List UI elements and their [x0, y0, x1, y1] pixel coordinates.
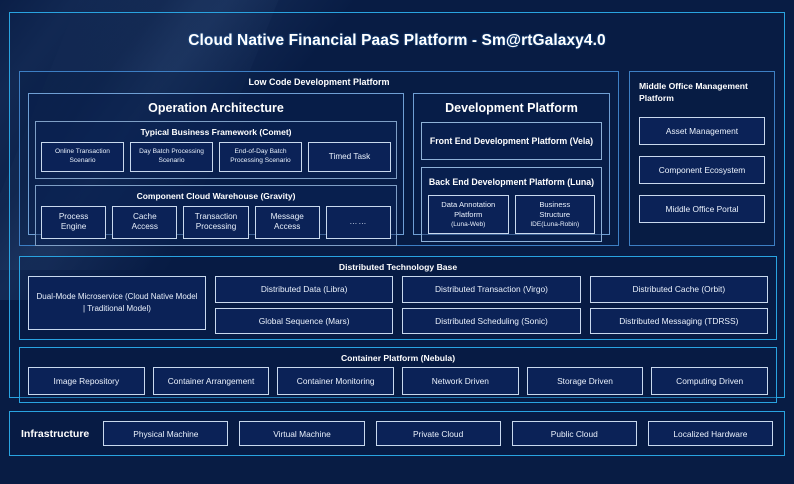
- dtb-column-3: Distributed Cache (Orbit) Distributed Me…: [589, 276, 768, 334]
- low-code-panel-title: Low Code Development Platform: [248, 77, 390, 87]
- dtb-column-1: Distributed Data (Libra) Global Sequence…: [215, 276, 394, 334]
- chip-global-sequence[interactable]: Global Sequence (Mars): [215, 307, 394, 334]
- middle-office-management-platform-panel: Middle Office Management Platform Asset …: [629, 71, 775, 246]
- container-platform-panel: Container Platform (Nebula) Image Reposi…: [19, 347, 777, 403]
- infrastructure-panel: Infrastructure Physical Machine Virtual …: [9, 411, 785, 456]
- chip-cache-access[interactable]: Cache Access: [112, 205, 178, 240]
- component-cloud-warehouse-title: Component Cloud Warehouse (Gravity): [136, 190, 296, 201]
- typical-business-framework-title: Typical Business Framework (Comet): [140, 127, 292, 137]
- typical-business-framework-chips: Online Transaction Scenario Day Batch Pr…: [41, 142, 391, 172]
- middle-office-item-middle-office-portal[interactable]: Middle Office Portal: [639, 194, 765, 223]
- distributed-technology-base-title: Distributed Technology Base: [338, 262, 458, 272]
- chip-distributed-scheduling[interactable]: Distributed Scheduling (Sonic): [402, 307, 581, 334]
- chip-network-driven[interactable]: Network Driven: [402, 367, 519, 395]
- middle-office-panel-title: Middle Office Management Platform: [639, 81, 748, 104]
- chip-private-cloud[interactable]: Private Cloud: [375, 421, 501, 446]
- chip-more-ellipsis[interactable]: ……: [325, 205, 392, 240]
- container-platform-title: Container Platform (Nebula): [340, 353, 456, 363]
- low-code-body: Operation Architecture Typical Business …: [20, 91, 618, 247]
- chip-process-engine[interactable]: Process Engine: [41, 205, 107, 240]
- chip-data-annotation-platform[interactable]: Data Annotation Platform (Luna-Web): [428, 195, 509, 234]
- operation-architecture-panel: Operation Architecture Typical Business …: [28, 93, 404, 247]
- component-cloud-warehouse-chips: Process Engine Cache Access: [41, 205, 392, 240]
- component-cloud-warehouse-group: Component Cloud Warehouse (Gravity) Proc…: [35, 184, 397, 247]
- chip-computing-driven[interactable]: Computing Driven: [651, 367, 769, 395]
- dtb-column-2: Distributed Transaction (Virgo) Distribu…: [402, 276, 581, 334]
- development-platform-panel: Development Platform Front End Developme…: [413, 93, 610, 242]
- chip-container-monitoring[interactable]: Container Monitoring: [277, 367, 395, 395]
- back-end-sub-items: Data Annotation Platform (Luna-Web) Busi…: [428, 195, 595, 234]
- chip-physical-machine[interactable]: Physical Machine: [103, 421, 229, 446]
- chip-distributed-messaging[interactable]: Distributed Messaging (TDRSS): [589, 307, 768, 334]
- front-end-development-platform-label: Front End Development Platform (Vela): [429, 136, 594, 146]
- container-platform-body: Image Repository Container Arrangement C…: [20, 367, 776, 395]
- infrastructure-label: Infrastructure: [21, 427, 90, 440]
- chip-virtual-machine[interactable]: Virtual Machine: [239, 421, 365, 446]
- chip-message-access[interactable]: Message Access: [254, 205, 320, 240]
- chip-distributed-cache[interactable]: Distributed Cache (Orbit): [589, 276, 768, 303]
- chip-distributed-transaction[interactable]: Distributed Transaction (Virgo): [402, 276, 581, 303]
- front-end-development-platform-box[interactable]: Front End Development Platform (Vela): [421, 122, 602, 160]
- chip-storage-driven[interactable]: Storage Driven: [526, 367, 644, 395]
- chip-container-arrangement[interactable]: Container Arrangement: [152, 367, 270, 395]
- chip-business-structure-ide[interactable]: Business Structure IDE(Luna-Robin): [514, 195, 595, 234]
- chip-public-cloud[interactable]: Public Cloud: [511, 421, 637, 446]
- chip-distributed-data[interactable]: Distributed Data (Libra): [215, 276, 394, 303]
- chip-image-repository[interactable]: Image Repository: [28, 367, 145, 395]
- middle-office-item-component-ecosystem[interactable]: Component Ecosystem: [639, 155, 765, 184]
- chip-dual-mode-microservice[interactable]: Dual-Mode Microservice (Cloud Native Mod…: [28, 276, 206, 330]
- middle-office-item-asset-management[interactable]: Asset Management: [639, 116, 765, 145]
- typical-business-framework-group: Typical Business Framework (Comet) Onlin…: [35, 121, 397, 179]
- chip-day-batch-processing-scenario[interactable]: Day Batch Processing Scenario: [130, 142, 213, 172]
- operation-architecture-title: Operation Architecture: [148, 101, 284, 115]
- distributed-technology-base-panel: Distributed Technology Base Dual-Mode Mi…: [19, 256, 777, 340]
- top-row: Low Code Development Platform Operation …: [19, 71, 775, 247]
- back-end-development-platform-box: Back End Development Platform (Luna) Dat…: [421, 167, 602, 242]
- chip-transaction-processing[interactable]: Transaction Processing: [183, 205, 249, 240]
- chip-online-transaction-scenario[interactable]: Online Transaction Scenario: [41, 142, 124, 172]
- chip-timed-task[interactable]: Timed Task: [308, 142, 391, 172]
- low-code-development-platform-panel: Low Code Development Platform Operation …: [19, 71, 619, 247]
- distributed-technology-base-body: Dual-Mode Microservice (Cloud Native Mod…: [20, 276, 776, 334]
- page-title: Cloud Native Financial PaaS Platform - S…: [188, 32, 606, 49]
- back-end-development-platform-label: Back End Development Platform (Luna): [428, 177, 595, 187]
- development-platform-title: Development Platform: [445, 101, 578, 115]
- chip-end-of-day-batch-processing-scenario[interactable]: End-of-Day Batch Processing Scenario: [219, 142, 302, 172]
- chip-localized-hardware[interactable]: Localized Hardware: [647, 421, 773, 446]
- platform-main-card: Cloud Native Financial PaaS Platform - S…: [9, 12, 785, 403]
